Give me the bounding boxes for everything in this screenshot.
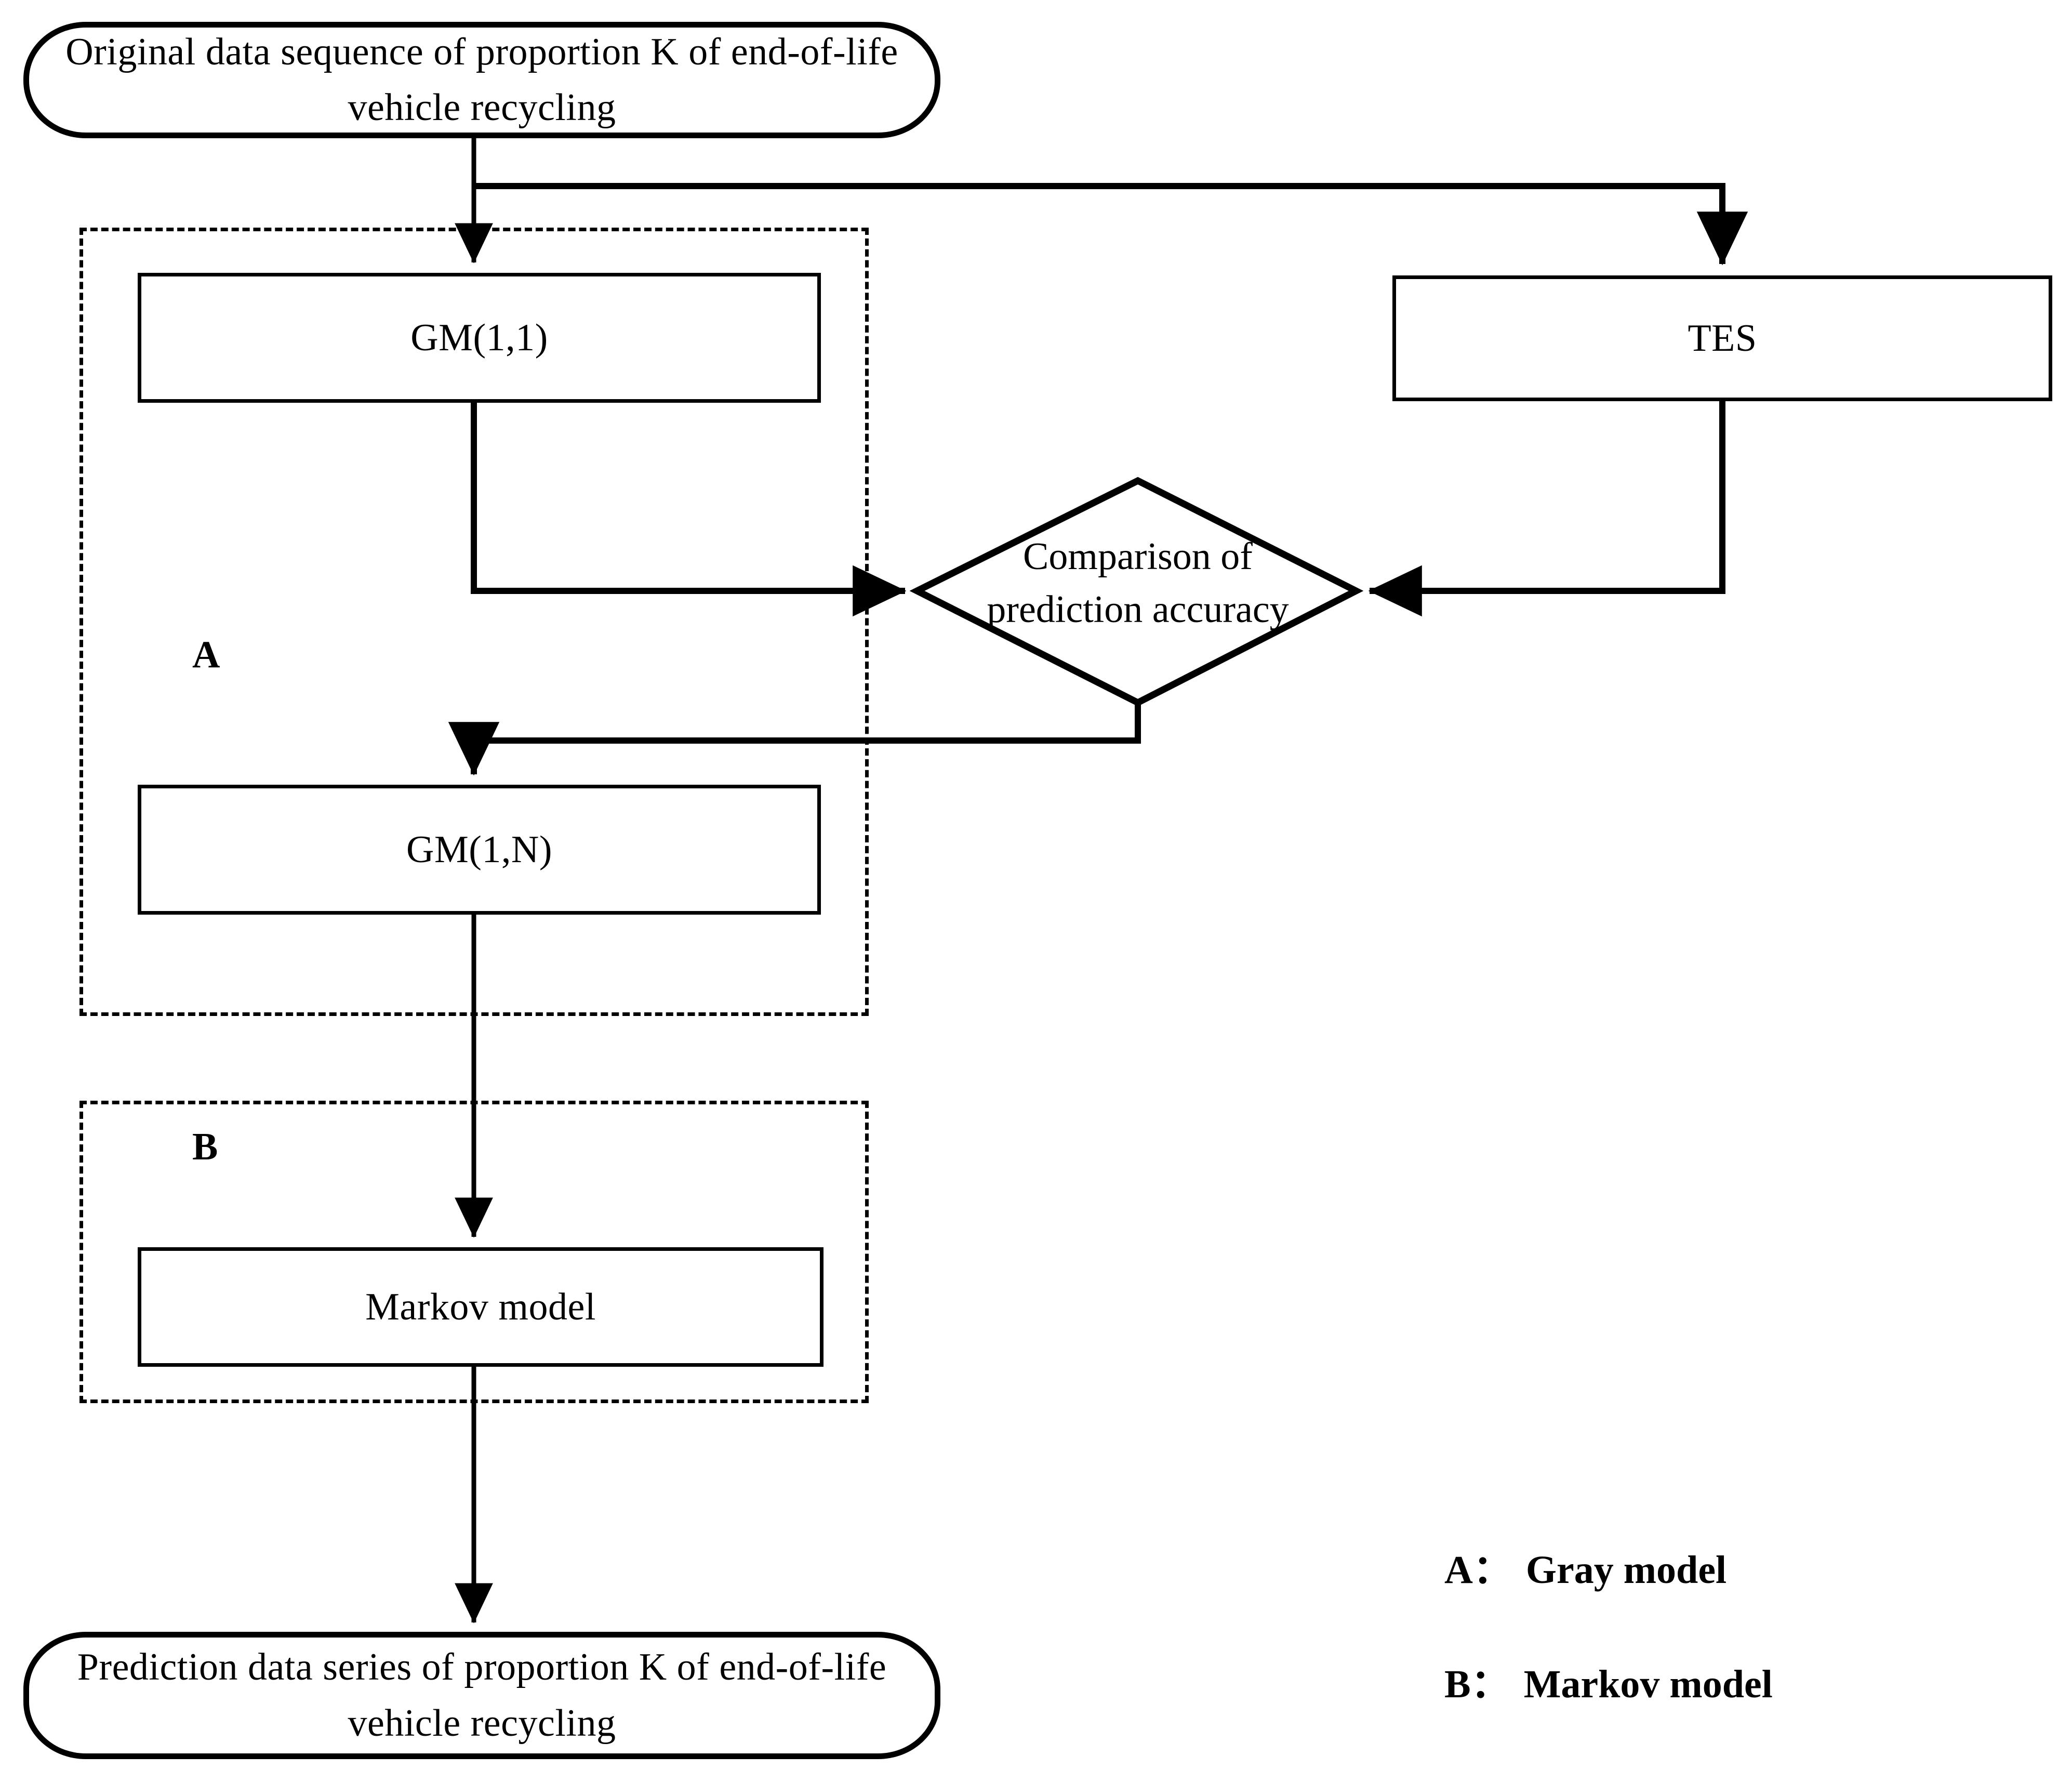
terminator-input-label: Original data sequence of proportion K o… bbox=[65, 30, 898, 129]
edge-gm11-to-decision bbox=[471, 403, 907, 617]
legend-a-text: Gray model bbox=[1525, 1548, 1727, 1592]
edge-start-to-tes bbox=[474, 183, 1748, 266]
legend-a-separator: ： bbox=[1472, 1548, 1512, 1592]
legend-item-a: A： Gray model bbox=[1444, 1537, 1726, 1594]
terminator-input-data[interactable]: Original data sequence of proportion K o… bbox=[23, 22, 940, 138]
group-a-gray-model bbox=[79, 228, 869, 1016]
legend-item-b: B： Markov model bbox=[1444, 1652, 1773, 1709]
process-markov[interactable]: Markov model bbox=[138, 1247, 824, 1367]
legend-b-separator: ： bbox=[1470, 1662, 1510, 1706]
legend-b-text: Markov model bbox=[1523, 1662, 1773, 1706]
process-gm11[interactable]: GM(1,1) bbox=[138, 273, 821, 403]
process-gm1n-label: GM(1,N) bbox=[406, 828, 552, 871]
group-b-markov-model bbox=[79, 1101, 869, 1403]
group-a-label: A bbox=[192, 633, 220, 676]
legend-b-key: B bbox=[1444, 1662, 1471, 1706]
terminator-output-label: Prediction data series of proportion K o… bbox=[77, 1646, 887, 1745]
process-tes-label: TES bbox=[1688, 316, 1757, 360]
process-tes[interactable]: TES bbox=[1392, 275, 2052, 401]
edge-tes-to-decision bbox=[1368, 401, 1725, 617]
decision-diamond[interactable] bbox=[909, 477, 1364, 707]
terminator-output-data[interactable]: Prediction data series of proportion K o… bbox=[23, 1632, 940, 1759]
process-gm11-label: GM(1,1) bbox=[410, 316, 548, 359]
process-markov-label: Markov model bbox=[365, 1285, 596, 1328]
group-b-label: B bbox=[192, 1126, 218, 1168]
process-gm1n[interactable]: GM(1,N) bbox=[138, 785, 821, 915]
edge-decision-to-gm1n bbox=[448, 703, 1141, 776]
legend-a-key: A bbox=[1444, 1548, 1473, 1592]
